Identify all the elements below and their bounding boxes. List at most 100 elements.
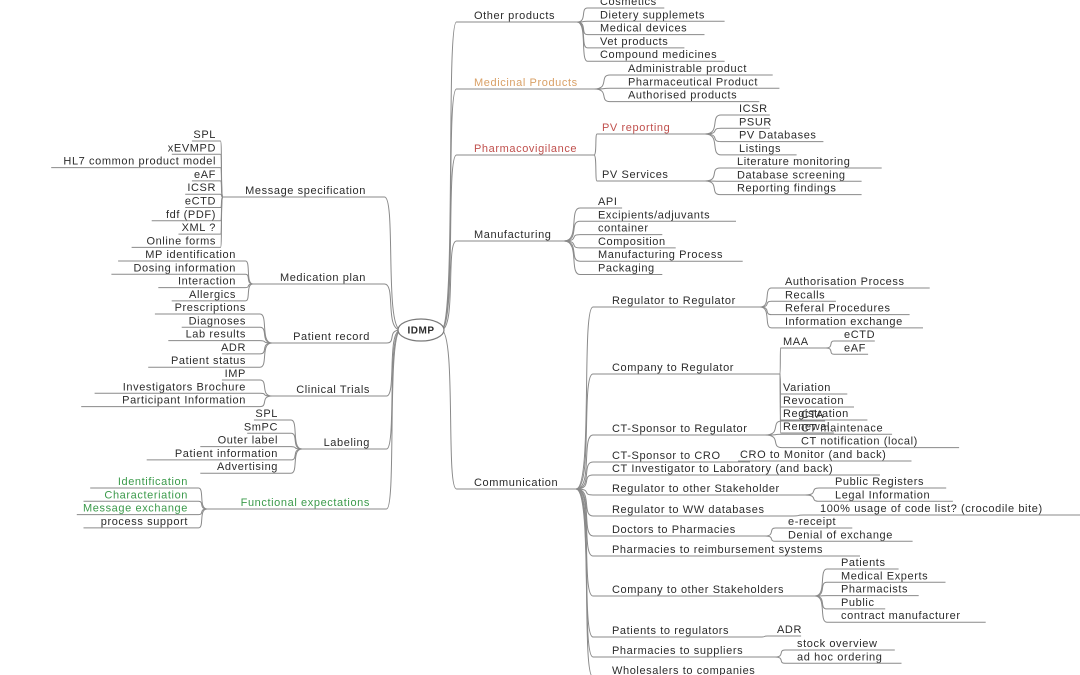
mindmap-node-ct-sponsor-to-cro[interactable]: CT-Sponsor to CRO — [610, 450, 750, 463]
mindmap-node-allergics[interactable]: Allergics — [171, 289, 238, 302]
mindmap-node-compound-medicines[interactable]: Compound medicines — [598, 49, 725, 62]
mindmap-node-revocation[interactable]: Revocation — [781, 395, 854, 408]
mindmap-node-message-exchange[interactable]: Message exchange — [76, 503, 190, 516]
mindmap-node-other-products[interactable]: Other products — [472, 10, 577, 23]
mindmap-node-variation[interactable]: Variation — [781, 382, 848, 395]
mindmap-node-participant-information[interactable]: Participant Information — [81, 395, 248, 408]
mindmap-node-patient-information[interactable]: Patient information — [146, 448, 280, 461]
mindmap-node-outer-label[interactable]: Outer label — [200, 435, 280, 448]
mindmap-node-medical-experts[interactable]: Medical Experts — [839, 570, 946, 583]
mindmap-node-reporting-findings[interactable]: Reporting findings — [735, 183, 862, 196]
mindmap-node-labeling[interactable]: Labeling — [302, 437, 372, 450]
mindmap-node-renewal[interactable]: Renewal — [781, 421, 834, 434]
mindmap-node-public-registers[interactable]: Public Registers — [833, 476, 947, 489]
mindmap-node-recalls[interactable]: Recalls — [783, 289, 836, 302]
mindmap-node-regulator-to-ww-databases[interactable]: Regulator to WW databases — [610, 504, 790, 517]
mindmap-node-regulator-to-other-stakeholder[interactable]: Regulator to other Stakeholder — [610, 483, 805, 496]
mindmap-node-denial-of-exchange[interactable]: Denial of exchange — [786, 529, 913, 542]
mindmap-node-contract-manufacturer[interactable]: contract manufacturer — [839, 610, 986, 623]
mindmap-node-doctors-to-pharmacies[interactable]: Doctors to Pharmacies — [610, 524, 765, 537]
mindmap-node-container[interactable]: container — [596, 223, 663, 236]
mindmap-node-cta[interactable]: CTA — [799, 409, 826, 422]
mindmap-node-patients[interactable]: Patients — [839, 557, 899, 570]
mindmap-node-xevmpd[interactable]: xEVMPD — [168, 142, 218, 155]
mindmap-node-fdf-pdf[interactable]: fdf (PDF) — [151, 209, 218, 222]
mindmap-node-company-to-regulator[interactable]: Company to Regulator — [610, 362, 780, 375]
mindmap-node-database-screening[interactable]: Database screening — [735, 169, 862, 182]
mindmap-node-pv-services[interactable]: PV Services — [600, 169, 705, 182]
mindmap-node-investigators-brochure[interactable]: Investigators Brochure — [94, 381, 248, 394]
mindmap-node-spl[interactable]: SPL — [253, 408, 280, 421]
mindmap-node-eaf[interactable]: eAF — [191, 169, 218, 182]
mindmap-node-ectd[interactable]: eCTD — [185, 196, 218, 208]
mindmap-node-api[interactable]: API — [596, 196, 623, 209]
mindmap-node-administrable-product[interactable]: Administrable product — [626, 63, 773, 76]
mindmap-node-authorised-products[interactable]: Authorised products — [626, 90, 760, 103]
mindmap-node-packaging[interactable]: Packaging — [596, 263, 663, 275]
mindmap-node-characteriation[interactable]: Characteriation — [83, 489, 191, 502]
mindmap-node-smpc[interactable]: SmPC — [244, 421, 280, 434]
mindmap-node-message-specification[interactable]: Message specification — [223, 185, 368, 198]
mindmap-node-ectd[interactable]: eCTD — [842, 329, 875, 342]
mindmap-node-medicinal-products[interactable]: Medicinal Products — [472, 77, 594, 90]
mindmap-node-spl[interactable]: SPL — [191, 129, 218, 142]
mindmap-node-xml[interactable]: XML ? — [178, 222, 219, 235]
mindmap-node-excipients-adjuvants[interactable]: Excipients/adjuvants — [596, 209, 736, 222]
mindmap-node-ad-hoc-ordering[interactable]: ad hoc ordering — [795, 651, 902, 664]
mindmap-node-ct-sponsor-to-regulator[interactable]: CT-Sponsor to Regulator — [610, 423, 765, 436]
mindmap-node-pv-reporting[interactable]: PV reporting — [600, 122, 705, 135]
mindmap-node-patient-record[interactable]: Patient record — [272, 331, 372, 344]
mindmap-node-manufacturing-process[interactable]: Manufacturing Process — [596, 249, 743, 262]
mindmap-node-ct-maintenace[interactable]: CT maintenace — [799, 422, 893, 435]
mindmap-node-patients-to-regulators[interactable]: Patients to regulators — [610, 625, 760, 638]
mindmap-node-registration[interactable]: Registration — [781, 408, 868, 421]
mindmap-node-ct-investigator-to-laboratory-and-back[interactable]: CT Investigator to Laboratory (and back) — [610, 463, 880, 476]
mindmap-node-hl7-common-product-model[interactable]: HL7 common product model — [51, 156, 218, 169]
mindmap-node-literature-monitoring[interactable]: Literature monitoring — [735, 156, 882, 169]
mindmap-node-company-to-other-stakeholders[interactable]: Company to other Stakeholders — [610, 584, 815, 597]
mindmap-node-pharmacists[interactable]: Pharmacists — [839, 584, 919, 597]
mindmap-node-ct-notification-local[interactable]: CT notification (local) — [799, 436, 960, 449]
mindmap-node-online-forms[interactable]: Online forms — [131, 235, 218, 248]
root-node[interactable]: IDMP — [397, 318, 445, 342]
mindmap-node-psur[interactable]: PSUR — [737, 116, 772, 129]
mindmap-node-pharmacies-to-suppliers[interactable]: Pharmacies to suppliers — [610, 645, 775, 658]
mindmap-node-process-support[interactable]: process support — [83, 516, 191, 529]
mindmap-node-diagnoses[interactable]: Diagnoses — [181, 315, 248, 328]
mindmap-node-pharmacovigilance[interactable]: Pharmacovigilance — [472, 143, 594, 156]
mindmap-node-100-usage-of-code-list-crocodile-bite[interactable]: 100% usage of code list? (crocodile bite… — [818, 503, 1080, 516]
mindmap-node-mp-identification[interactable]: MP identification — [118, 249, 238, 262]
mindmap-node-manufacturing[interactable]: Manufacturing — [472, 229, 564, 242]
mindmap-node-maa[interactable]: MAA — [781, 336, 826, 349]
mindmap-node-advertising[interactable]: Advertising — [200, 461, 280, 474]
mindmap-node-legal-information[interactable]: Legal Information — [833, 489, 953, 502]
mindmap-node-regulator-to-regulator[interactable]: Regulator to Regulator — [610, 295, 760, 308]
mindmap-node-icsr[interactable]: ICSR — [185, 182, 218, 195]
mindmap-node-interaction[interactable]: Interaction — [158, 276, 238, 289]
mindmap-node-cro-to-monitor-and-back[interactable]: CRO to Monitor (and back) — [738, 449, 912, 462]
mindmap-node-adr[interactable]: ADR — [775, 624, 802, 637]
mindmap-node-identification[interactable]: Identification — [90, 476, 190, 489]
mindmap-node-pv-databases[interactable]: PV Databases — [737, 130, 824, 143]
mindmap-node-lab-results[interactable]: Lab results — [168, 329, 248, 342]
mindmap-node-pharmaceutical-product[interactable]: Pharmaceutical Product — [626, 76, 780, 89]
mindmap-node-communication[interactable]: Communication — [472, 477, 576, 490]
mindmap-node-adr[interactable]: ADR — [221, 342, 248, 355]
mindmap-node-wholesalers-to-companies[interactable]: Wholesalers to companies — [610, 665, 790, 675]
mindmap-node-eaf[interactable]: eAF — [842, 342, 869, 355]
mindmap-node-cosmetics[interactable]: Cosmetics — [598, 0, 665, 9]
mindmap-node-medical-devices[interactable]: Medical devices — [598, 23, 705, 36]
mindmap-node-clinical-trials[interactable]: Clinical Trials — [272, 384, 372, 397]
mindmap-node-composition[interactable]: Composition — [596, 236, 676, 249]
mindmap-node-dietery-supplemets[interactable]: Dietery supplemets — [598, 9, 725, 22]
mindmap-node-information-exchange[interactable]: Information exchange — [783, 316, 923, 329]
mindmap-node-stock-overview[interactable]: stock overview — [795, 638, 895, 651]
mindmap-node-icsr[interactable]: ICSR — [737, 103, 770, 116]
mindmap-node-patient-status[interactable]: Patient status — [148, 355, 248, 368]
mindmap-node-referal-procedures[interactable]: Referal Procedures — [783, 303, 910, 316]
mindmap-node-medication-plan[interactable]: Medication plan — [253, 272, 368, 285]
mindmap-node-authorisation-process[interactable]: Authorisation Process — [783, 276, 930, 289]
mindmap-node-listings[interactable]: Listings — [737, 143, 797, 156]
mindmap-node-public[interactable]: Public — [839, 597, 886, 610]
mindmap-node-pharmacies-to-reimbursement-systems[interactable]: Pharmacies to reimbursement systems — [610, 544, 860, 557]
